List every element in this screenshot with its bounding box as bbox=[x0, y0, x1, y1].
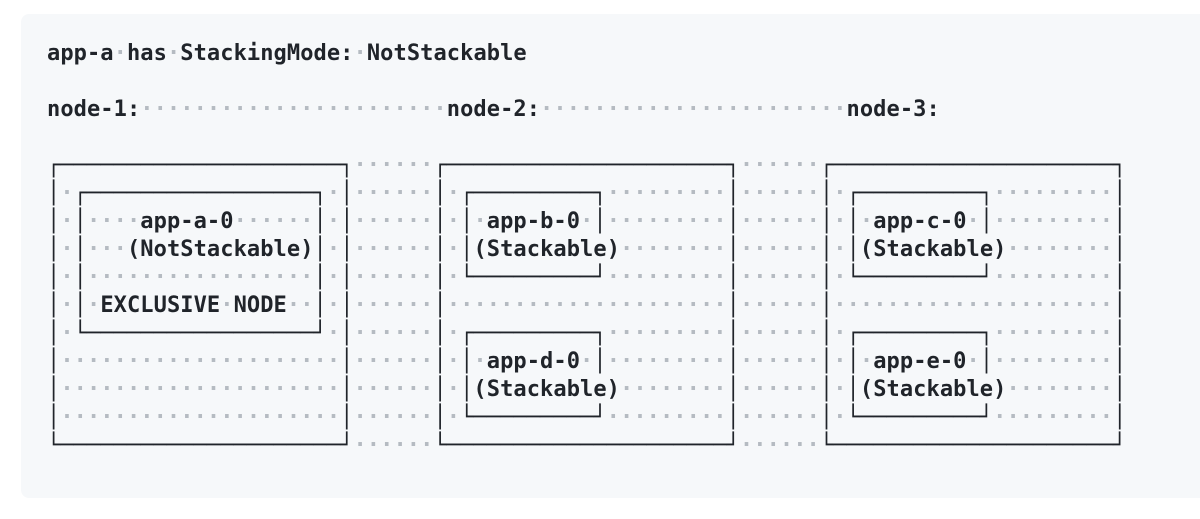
diagram-line-7: │·│···(NotStackable)│·│······│·│(Stackab… bbox=[47, 237, 1127, 262]
diagram-line-12: │·····················│······│·│(Stackab… bbox=[47, 377, 1127, 402]
diagram-line-14: └─────────────────────┘······└──────────… bbox=[47, 433, 1127, 458]
diagram-line-0: app-a·has·StackingMode:·NotStackable bbox=[47, 41, 527, 66]
diagram-line-5: │·┌─────────────────┐·│······│·┌────────… bbox=[47, 181, 1127, 206]
diagram-line-4: ┌─────────────────────┐······┌──────────… bbox=[47, 153, 1127, 178]
diagram-line-1 bbox=[47, 68, 1200, 96]
diagram-line-3 bbox=[47, 124, 1200, 152]
diagram-line-6: │·│····app-a-0······│·│······│·│·app-b-0… bbox=[47, 209, 1127, 234]
diagram-line-13: │·····················│······│·└────────… bbox=[47, 405, 1127, 430]
diagram-line-11: │·····················│······│·│·app-d-0… bbox=[47, 349, 1127, 374]
diagram-line-2: node-1:·······················node-2:···… bbox=[47, 97, 940, 122]
diagram-line-10: │·└─────────────────┘·│······│·┌────────… bbox=[47, 321, 1127, 346]
code-block: app-a·has·StackingMode:·NotStackable nod… bbox=[21, 14, 1200, 498]
diagram-line-8: │·│·················│·│······│·└────────… bbox=[47, 265, 1127, 290]
diagram-line-9: │·│·EXCLUSIVE·NODE··│·│······│··········… bbox=[47, 293, 1127, 318]
ascii-diagram: app-a·has·StackingMode:·NotStackable nod… bbox=[47, 40, 1200, 460]
